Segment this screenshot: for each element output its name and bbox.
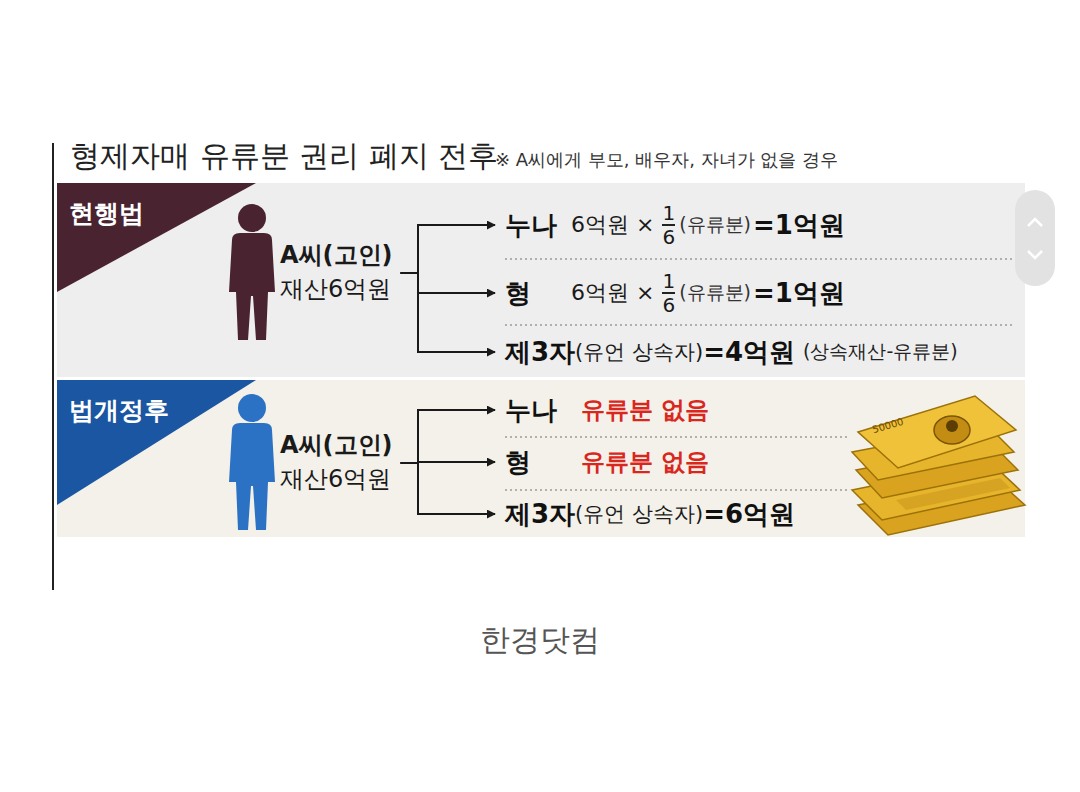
heir-row: 형6억원 × 16(유류분)=1억원: [505, 271, 845, 316]
law-panel: 법개정후A씨(고인)재산6억원누나유류분 없음형유류분 없음제3자(유언 상속자…: [57, 380, 1025, 537]
money-stack: [852, 396, 1025, 535]
row-text: 6: [662, 224, 675, 248]
band-heading: 현행법: [69, 197, 144, 230]
person-silhouette: [229, 204, 275, 340]
band-triangle: [57, 380, 256, 505]
row-text: 재산6억원: [280, 273, 393, 307]
row-text: (유언 상속자): [575, 500, 703, 528]
arrow-connector: [401, 225, 495, 273]
row-text: (유언 상속자): [575, 338, 703, 366]
heir-name: 제3자: [505, 335, 575, 370]
side-rule: [52, 143, 54, 590]
scroll-widget: [1015, 190, 1055, 286]
row-text: 1: [662, 203, 675, 224]
row-text: A씨(고인): [280, 239, 393, 273]
row-text: =1억원: [753, 208, 845, 243]
heir-name: 누나: [505, 208, 571, 243]
row-text: 유류분 없음: [581, 446, 709, 478]
row-text: 1: [662, 271, 675, 292]
heir-row: 제3자(유언 상속자)=4억원 (상속재산-유류분): [505, 335, 958, 370]
deceased-block: A씨(고인)재산6억원: [280, 429, 393, 496]
row-text: A씨(고인): [280, 429, 393, 463]
heir-row: 누나6억원 × 16(유류분)=1억원: [505, 203, 845, 248]
person-silhouette: [229, 394, 275, 530]
heir-row: 제3자(유언 상속자)=6억원: [505, 497, 795, 532]
heir-row: 누나 유류분 없음: [505, 393, 709, 428]
arrow-connector: [401, 410, 495, 463]
heir-name: 형: [505, 445, 571, 480]
panel-ground: [57, 380, 1025, 537]
row-text: 6억원 ×: [571, 210, 654, 240]
panel-ground: [57, 183, 1025, 377]
arrow-connector: [401, 273, 495, 352]
row-text: (유류분): [679, 212, 751, 238]
row-text: =6억원: [703, 497, 795, 532]
band-heading: 법개정후: [69, 394, 169, 427]
arrow-connector: [401, 463, 495, 514]
heir-name: 형: [505, 276, 571, 311]
row-text: 6억원 ×: [571, 278, 654, 308]
heir-name: 제3자: [505, 497, 575, 532]
row-text: =1억원: [753, 276, 845, 311]
row-text: =4억원: [703, 335, 795, 370]
heir-name: 누나: [505, 393, 571, 428]
row-text: 재산6억원: [280, 463, 393, 497]
fraction: 16: [662, 203, 675, 248]
footnote: ※ A씨에게 부모, 배우자, 자녀가 없을 경우: [495, 148, 838, 172]
row-text: 6: [662, 292, 675, 316]
row-text: (상속재산-유류분): [803, 339, 958, 365]
row-text: (유류분): [679, 280, 751, 306]
diagram-title: 형제자매 유류분 권리 폐지 전후: [70, 136, 498, 177]
caption: 한경닷컴: [0, 620, 1080, 661]
heir-row: 형 유류분 없음: [505, 445, 709, 480]
law-panel: 현행법A씨(고인)재산6억원누나6억원 ×16(유류분)=1억원형6억원 ×16…: [57, 183, 1025, 377]
deceased-block: A씨(고인)재산6억원: [280, 239, 393, 306]
row-text: 유류분 없음: [581, 394, 709, 426]
band-triangle: [57, 183, 256, 292]
fraction: 16: [662, 271, 675, 316]
arrow-connector: [401, 273, 495, 293]
